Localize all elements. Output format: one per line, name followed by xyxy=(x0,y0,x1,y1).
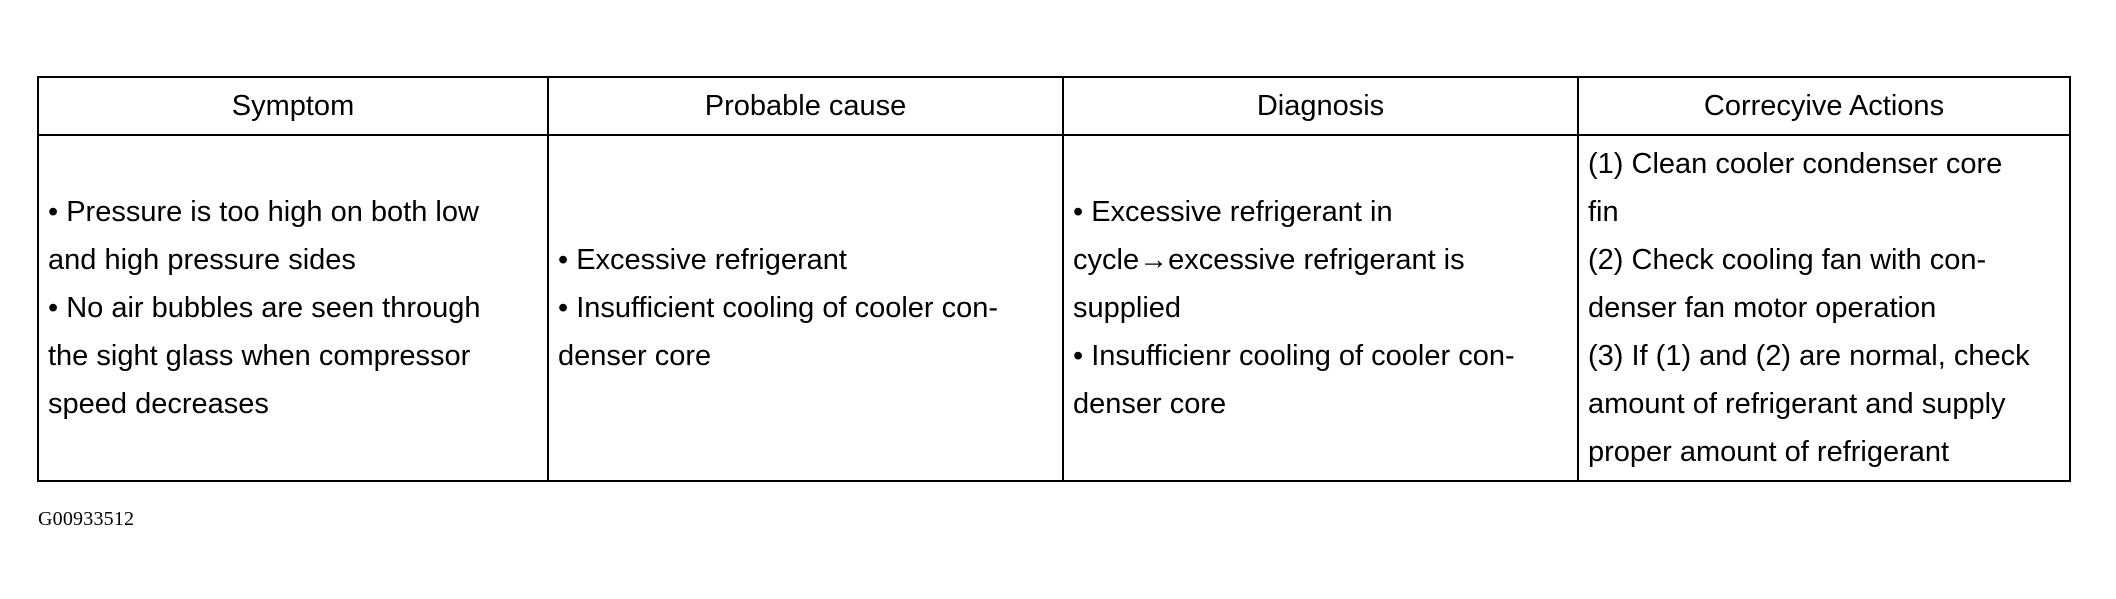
probable-cause-line: denser core xyxy=(558,340,712,372)
symptom-line: and high pressure sides xyxy=(48,244,356,276)
corrective-action-line: (1) Clean cooler condenser core xyxy=(1588,148,2003,180)
header-diagnosis: Diagnosis xyxy=(1062,76,1579,136)
header-corrective-actions: Correcyive Actions xyxy=(1577,76,2071,136)
cell-symptom: • Pressure is too high on both low and h… xyxy=(37,134,549,482)
cell-diagnosis: • Excessive refrigerant in cycle→excessi… xyxy=(1062,134,1579,482)
diagnosis-line: • Insufficienr cooling of cooler con- xyxy=(1073,340,1515,372)
diagnosis-line: supplied xyxy=(1073,292,1182,324)
header-symptom: Symptom xyxy=(37,76,549,136)
corrective-action-line: fin xyxy=(1588,196,1619,228)
corrective-action-line: (3) If (1) and (2) are normal, check xyxy=(1588,340,2030,372)
symptom-line: speed decreases xyxy=(48,388,269,420)
diagnosis-table: Symptom Probable cause Diagnosis Correcy… xyxy=(37,76,2071,482)
table-row: • Pressure is too high on both low and h… xyxy=(37,134,2071,482)
corrective-action-line: denser fan motor operation xyxy=(1588,292,1937,324)
header-probable-cause: Probable cause xyxy=(547,76,1064,136)
cell-corrective-actions: (1) Clean cooler condenser core fin (2) … xyxy=(1577,134,2071,482)
diagnosis-line: denser core xyxy=(1073,388,1227,420)
symptom-line: • No air bubbles are seen through xyxy=(48,292,481,324)
cell-probable-cause: • Excessive refrigerant • Insufficient c… xyxy=(547,134,1064,482)
symptom-line: • Pressure is too high on both low xyxy=(48,196,479,228)
table-header-row: Symptom Probable cause Diagnosis Correcy… xyxy=(37,76,2071,136)
corrective-action-line: (2) Check cooling fan with con- xyxy=(1588,244,1987,276)
corrective-action-line: amount of refrigerant and supply xyxy=(1588,388,2006,420)
probable-cause-line: • Insufficient cooling of cooler con- xyxy=(558,292,999,324)
diagnosis-line: cycle→excessive refrigerant is xyxy=(1073,244,1465,276)
corrective-action-line: proper amount of refrigerant xyxy=(1588,436,1950,468)
figure-code: G00933512 xyxy=(38,508,135,530)
symptom-line: the sight glass when compressor xyxy=(48,340,471,372)
diagnosis-line: • Excessive refrigerant in xyxy=(1073,196,1393,228)
probable-cause-line: • Excessive refrigerant xyxy=(558,244,847,276)
